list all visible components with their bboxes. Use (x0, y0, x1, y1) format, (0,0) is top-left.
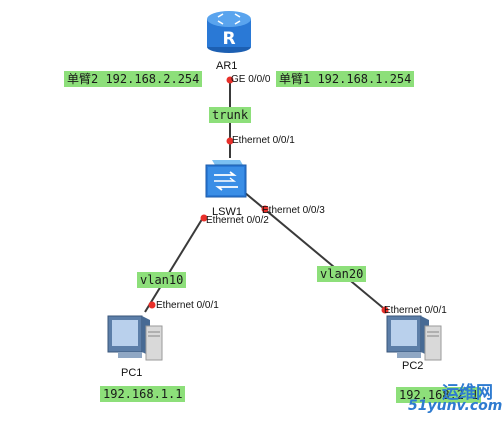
router-port-label: GE 0/0/0 (231, 74, 271, 85)
vlan-right-label: vlan20 (317, 266, 367, 282)
router-icon[interactable]: R (207, 11, 251, 53)
port-dot-switch-left[interactable] (200, 214, 208, 222)
subinterface-2-label: 单臂2 192.168.2.254 (64, 71, 203, 87)
switch-icon[interactable] (205, 160, 247, 198)
pc1-name: PC1 (121, 367, 143, 379)
subinterface-1-label: 单臂1 192.168.1.254 (276, 71, 415, 87)
switch-port-right-label: Ethernet 0/0/3 (262, 205, 325, 216)
watermark-url: 51yunv.com (408, 398, 503, 414)
pc2-icon[interactable] (386, 315, 442, 361)
link-switch-pc1[interactable] (144, 215, 205, 313)
switch-name: LSW1 (212, 206, 242, 218)
port-dot-router-ge[interactable] (226, 76, 234, 84)
pc2-ip-label: 192.168.2.1 (396, 387, 482, 403)
trunk-label: trunk (209, 107, 252, 123)
switch-port-left-label: Ethernet 0/0/2 (206, 215, 269, 226)
pc1-icon[interactable] (107, 315, 163, 361)
port-dot-pc1[interactable] (148, 301, 156, 309)
vlan-left-label: vlan10 (137, 272, 187, 288)
port-dot-pc2[interactable] (381, 306, 389, 314)
switch-port-up-label: Ethernet 0/0/1 (232, 135, 295, 146)
watermark-title: 运维网 (442, 383, 493, 403)
router-name: AR1 (216, 60, 238, 72)
svg-text:R: R (222, 29, 235, 49)
pc2-port-label: Ethernet 0/0/1 (384, 305, 447, 316)
pc1-port-label: Ethernet 0/0/1 (156, 300, 219, 311)
link-switch-pc2[interactable] (243, 191, 389, 313)
pc1-ip-label: 192.168.1.1 (100, 386, 186, 402)
port-dot-switch-up[interactable] (226, 137, 234, 145)
port-dot-switch-right[interactable] (261, 205, 269, 213)
pc2-name: PC2 (402, 360, 424, 372)
